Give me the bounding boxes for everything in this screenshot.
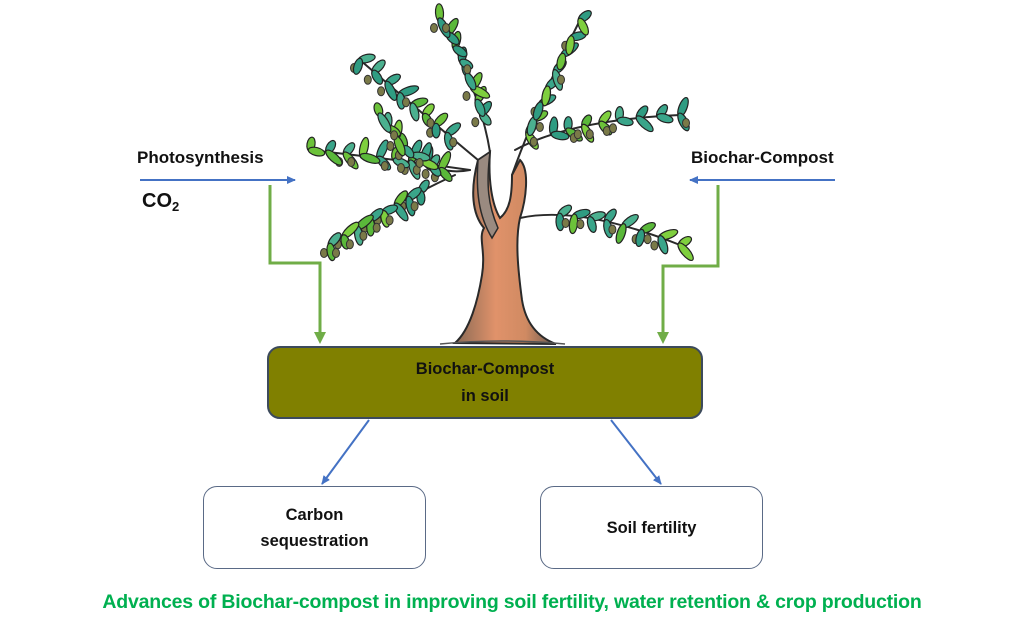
co2-label: CO2 — [142, 190, 179, 214]
left-green-connector — [268, 185, 322, 334]
olive-fruit — [363, 74, 372, 85]
olive-fruit — [380, 161, 389, 171]
tree-leaf — [431, 122, 441, 139]
olive-fruit — [386, 141, 395, 151]
olive-fruit — [385, 215, 394, 226]
tree-leaf — [377, 112, 392, 133]
tree-leaf — [565, 35, 575, 56]
tree-leaf — [541, 85, 552, 107]
olive-fruit — [608, 224, 617, 235]
carbon-sequestration-box: Carbon sequestration — [203, 486, 426, 569]
carbon-box-line1: Carbon — [285, 505, 344, 524]
co2-main: CO — [142, 190, 172, 212]
olive-fruit — [529, 136, 538, 147]
olive-fruit — [462, 91, 471, 101]
tree-leaf — [352, 57, 364, 75]
tree-leaf — [474, 98, 486, 117]
soil-box-line2: in soil — [461, 386, 509, 405]
carbon-box-line2: sequestration — [260, 531, 369, 550]
biochar-compost-soil-box: Biochar-Compost in soil — [267, 346, 703, 419]
olive-fruit — [390, 130, 399, 141]
olive-fruit — [535, 122, 544, 132]
olive-fruit — [372, 222, 381, 233]
tree-leaf — [325, 149, 343, 166]
olive-fruit — [643, 234, 652, 245]
olive-fruit — [682, 118, 690, 128]
fertility-box-label: Soil fertility — [606, 518, 697, 537]
olive-fruit — [557, 74, 565, 85]
tree-leaves — [306, 3, 694, 262]
co2-subscript: 2 — [172, 199, 180, 214]
carbon-arrow — [321, 419, 370, 485]
olive-fruit — [377, 86, 386, 97]
tree-leaf — [384, 80, 398, 101]
right-green-connector — [661, 185, 720, 334]
olive-fruit — [430, 23, 438, 33]
olive-fruit — [359, 230, 368, 241]
olive-fruit — [421, 169, 430, 179]
olive-fruit — [345, 239, 354, 250]
figure-caption: Advances of Biochar-compost in improving… — [102, 591, 922, 613]
tree-leaf — [586, 216, 597, 233]
tree-trunk-left-limb — [476, 150, 499, 240]
olive-fruit — [415, 158, 424, 168]
tree-leaf — [656, 113, 674, 124]
olive-fruit — [426, 118, 435, 128]
tree-ground-shadow — [439, 340, 566, 345]
tree-leaf — [615, 223, 627, 244]
olive-fruit — [471, 117, 480, 128]
tree-leaf — [438, 166, 453, 182]
tree-leaf — [635, 115, 654, 133]
left-green-arrowhead — [314, 332, 326, 344]
tree-leaf — [550, 130, 570, 141]
olive-fruit — [402, 97, 410, 108]
olive-fruit — [332, 248, 340, 258]
tree-leaf — [556, 52, 567, 71]
tree-leaf — [452, 45, 468, 58]
tree-leaf — [532, 101, 544, 121]
tree-leaf — [657, 235, 669, 255]
tree-leaf — [577, 17, 589, 36]
olive-fruit — [573, 129, 582, 140]
olive-fruit — [410, 201, 419, 212]
tree-leaf — [307, 146, 326, 157]
tree-leaf — [409, 102, 420, 122]
right-green-arrowhead — [657, 332, 669, 344]
photosynthesis-label: Photosynthesis — [137, 148, 264, 167]
tree-leaf — [616, 116, 634, 127]
fertility-arrow — [610, 419, 662, 485]
olive-fruit — [397, 163, 405, 173]
olive-fruit — [650, 240, 659, 251]
olive-fruit — [442, 23, 450, 33]
olive-fruit — [463, 64, 472, 75]
tree-leaf — [677, 242, 694, 262]
soil-fertility-box: Soil fertility — [540, 486, 763, 569]
olive-fruit — [609, 123, 617, 134]
soil-box-line1: Biochar-Compost — [415, 359, 555, 378]
olive-fruit — [347, 157, 356, 167]
olive-fruit — [585, 129, 594, 140]
tree-leaf — [371, 69, 384, 85]
olive-fruit — [576, 219, 585, 230]
olive-fruit — [449, 137, 458, 148]
biochar-compost-input-label: Biochar-Compost — [691, 148, 834, 167]
tree-leaf — [359, 152, 381, 164]
